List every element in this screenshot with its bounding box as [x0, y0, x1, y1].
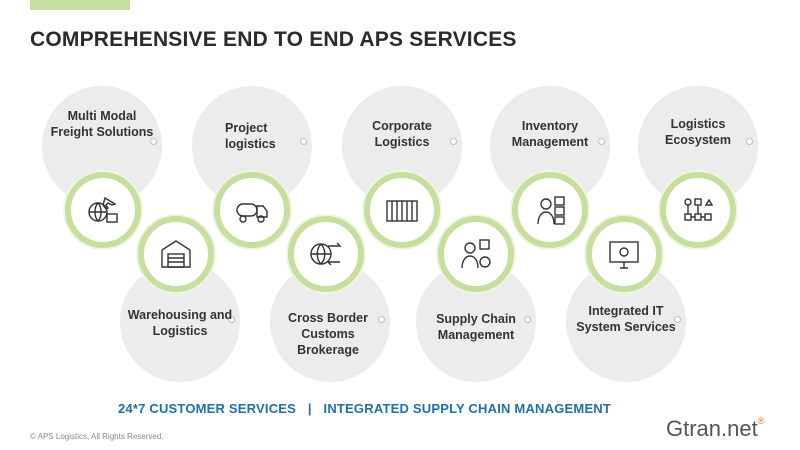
copyright-text: © APS Logistics, All Rights Reserved. [30, 432, 164, 441]
service-label-corporate: Corporate Logistics [372, 119, 432, 149]
service-ring-integrated-it[interactable] [586, 216, 662, 292]
page-title: COMPREHENSIVE END TO END APS SERVICES [30, 28, 517, 51]
warehouse-icon [161, 240, 191, 268]
tanker-truck-icon [236, 203, 268, 223]
service-ring-warehousing[interactable] [138, 216, 214, 292]
service-label-multimodal: Multi Modal Freight Solutions [50, 109, 154, 139]
top-accent-bar [30, 0, 130, 10]
service-ring-corporate[interactable] [364, 172, 440, 248]
service-label-supplychain: Supply Chain Management [436, 312, 516, 342]
brand-logo: Gtran.net® [666, 416, 764, 442]
flow-network-icon [684, 198, 714, 221]
service-ring-project[interactable] [214, 172, 290, 248]
footer-tagline: 24*7 CUSTOMER SERVICES | INTEGRATED SUPP… [118, 401, 611, 416]
brand-name: Gtran.net [666, 416, 758, 441]
footer-separator: | [307, 401, 312, 416]
footer-supply-chain: INTEGRATED SUPPLY CHAIN MANAGEMENT [323, 401, 612, 416]
service-ring-multimodal[interactable] [65, 172, 141, 248]
service-ring-supplychain[interactable] [438, 216, 514, 292]
globe-arrows-icon [310, 242, 342, 266]
service-label-ecosystem: Logistics Ecosystem [664, 117, 731, 147]
service-label-warehousing: Warehousing and Logistics [127, 308, 233, 338]
brand-registered-mark: ® [757, 416, 765, 426]
footer-customer-services: 24*7 CUSTOMER SERVICES [118, 401, 297, 416]
service-label-integrated-it: Integrated IT System Services [576, 304, 676, 334]
shipping-container-icon [386, 200, 418, 222]
globe-cargo-plane-icon [88, 196, 118, 223]
service-label-inventory: Inventory Management [511, 119, 589, 149]
inventory-worker-icon [537, 196, 565, 225]
service-ring-inventory[interactable] [512, 172, 588, 248]
worker-boxes-icon [461, 239, 491, 269]
service-label-crossborder: Cross Border Customs Brokerage [288, 311, 368, 357]
service-ring-crossborder[interactable] [288, 216, 364, 292]
service-ring-ecosystem[interactable] [660, 172, 736, 248]
service-label-project: Project logistics [225, 121, 276, 151]
computer-monitor-icon [609, 241, 639, 269]
